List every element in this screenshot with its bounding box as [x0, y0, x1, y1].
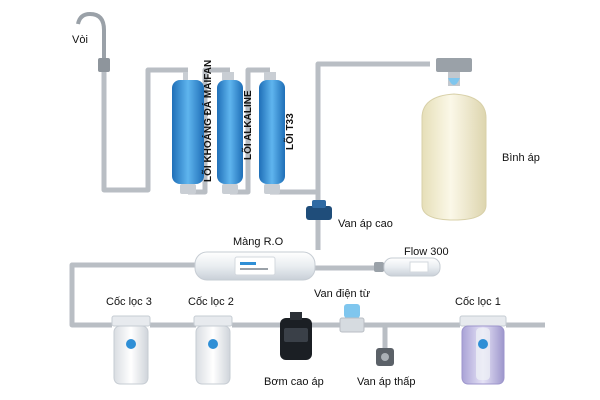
- booster-pump-icon: [280, 312, 312, 360]
- label-filter-2: Cốc lọc 2: [188, 296, 234, 308]
- label-faucet: Vòi: [72, 34, 88, 46]
- pipe-maifan-to-alkaline: [188, 67, 230, 195]
- flow-restrictor: [374, 257, 441, 277]
- label-cartridge-t33: LÕI T33: [285, 113, 296, 150]
- pipe-faucet-to-maifan: [101, 67, 188, 193]
- label-filter-3: Cốc lọc 3: [106, 296, 152, 308]
- pipe-alkaline-to-t33: [230, 67, 270, 195]
- label-cartridge-alkaline: LÕI ALKALINE: [243, 90, 254, 160]
- high-pressure-valve-icon: [306, 200, 332, 220]
- label-solenoid-valve: Van điện từ: [314, 288, 371, 300]
- label-high-pressure-valve: Van áp cao: [338, 218, 393, 230]
- label-pressure-tank: Bình áp: [502, 152, 540, 164]
- cartridge-t33: [259, 72, 285, 194]
- cartridge-alkaline: [217, 72, 243, 194]
- label-cartridge-maifan: LÕI KHOÁNG ĐÁ MAIFAN: [203, 59, 214, 182]
- label-flow-restrictor: Flow 300: [404, 246, 449, 258]
- label-filter-1: Cốc lọc 1: [455, 296, 501, 308]
- filter-housing-1: [459, 315, 507, 385]
- pressure-tank: [421, 58, 487, 221]
- pipe-membrane-inlet: [69, 262, 195, 328]
- pipe-tank-line: [315, 61, 430, 205]
- cartridge-maifan: [172, 72, 204, 194]
- filter-housing-3: [111, 315, 151, 385]
- label-low-pressure-valve: Van áp thấp: [357, 376, 416, 388]
- solenoid-valve-icon: [339, 304, 365, 333]
- label-booster-pump: Bơm cao áp: [264, 376, 324, 388]
- ro-membrane: [194, 251, 316, 281]
- filter-housing-2: [193, 315, 233, 385]
- pipe-network: [69, 61, 545, 350]
- faucet-icon: [76, 11, 110, 72]
- label-ro-membrane: Màng R.O: [233, 236, 284, 248]
- low-pressure-valve-icon: [376, 348, 394, 366]
